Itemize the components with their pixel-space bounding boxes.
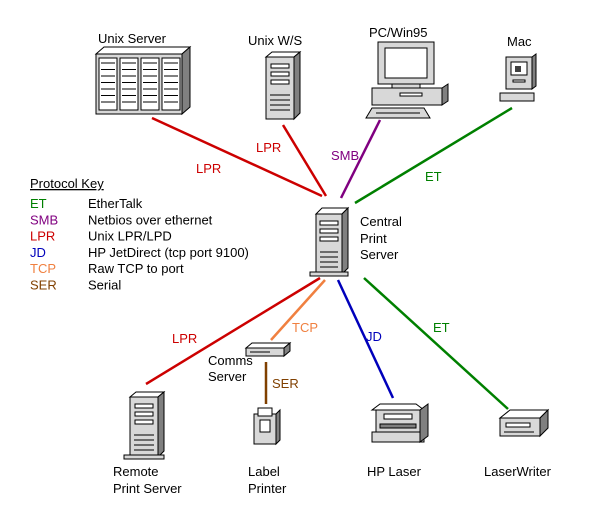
central-server-icon [309,206,350,277]
remote-server-icon [123,390,166,460]
rack-unit [119,57,139,111]
unix-ws-link-label: LPR [256,140,281,155]
comms-server-label-1: Comms [208,353,253,368]
protocol-key-code: TCP [30,261,56,276]
mac-icon [499,53,537,102]
mac-link [354,106,513,205]
laserwriter-label: LaserWriter [484,464,552,479]
remote-server-label-2: Print Server [113,481,182,496]
protocol-key-code: SER [30,278,57,293]
protocol-key-description: EtherTalk [88,196,143,211]
protocol-key-description: Serial [88,278,121,293]
hp-link [336,279,395,399]
unix-server-link [151,116,323,198]
protocol-key-description: Raw TCP to port [88,261,184,276]
label-printer-link-label: SER [272,376,299,391]
remote-link-label: LPR [172,331,197,346]
protocol-key-title: Protocol Key [30,176,104,191]
rack-unit [140,57,160,111]
remote-link [145,276,321,386]
protocol-key-code: JD [30,245,46,260]
pc-label: PC/Win95 [369,25,428,40]
protocol-key-code: ET [30,196,47,211]
laserwriter-link [363,277,509,410]
rack-unit [98,57,118,111]
protocol-key-description: Netbios over ethernet [88,212,213,227]
central-server-label-1: Central [360,214,402,229]
unix-server-icon [94,45,192,116]
pc-link-label: SMB [331,148,359,163]
remote-server-label-1: Remote [113,464,159,479]
laserwriter-link-label: ET [433,320,450,335]
central-server-label-3: Server [360,247,399,262]
central-server-label-2: Print [360,231,387,246]
protocol-key-code: LPR [30,229,55,244]
protocol-key-code: SMB [30,212,58,227]
comms-link [270,279,326,341]
unix-server-link-label: LPR [196,161,221,176]
unix-server-label: Unix Server [98,31,167,46]
comms-server-icon [244,341,292,358]
mac-link-label: ET [425,169,442,184]
protocol-key-description: Unix LPR/LPD [88,229,172,244]
hp-laser-icon [370,403,429,443]
hp-laser-label: HP Laser [367,464,422,479]
comms-server-label-2: Server [208,369,247,384]
label-printer-icon [253,407,281,446]
label-printer-label-2: Printer [248,481,287,496]
unix-ws-link [281,124,328,197]
unix-ws-label: Unix W/S [248,33,303,48]
comms-link-label: TCP [292,320,318,335]
rack-unit [161,57,181,111]
pc-link [339,119,382,199]
laserwriter-icon [498,408,550,438]
protocol-key-description: HP JetDirect (tcp port 9100) [88,245,249,260]
pc-icon [365,41,449,119]
label-printer-label-1: Label [248,464,280,479]
mac-label: Mac [507,34,532,49]
unix-ws-icon [264,50,302,121]
hp-link-label: JD [366,329,382,344]
